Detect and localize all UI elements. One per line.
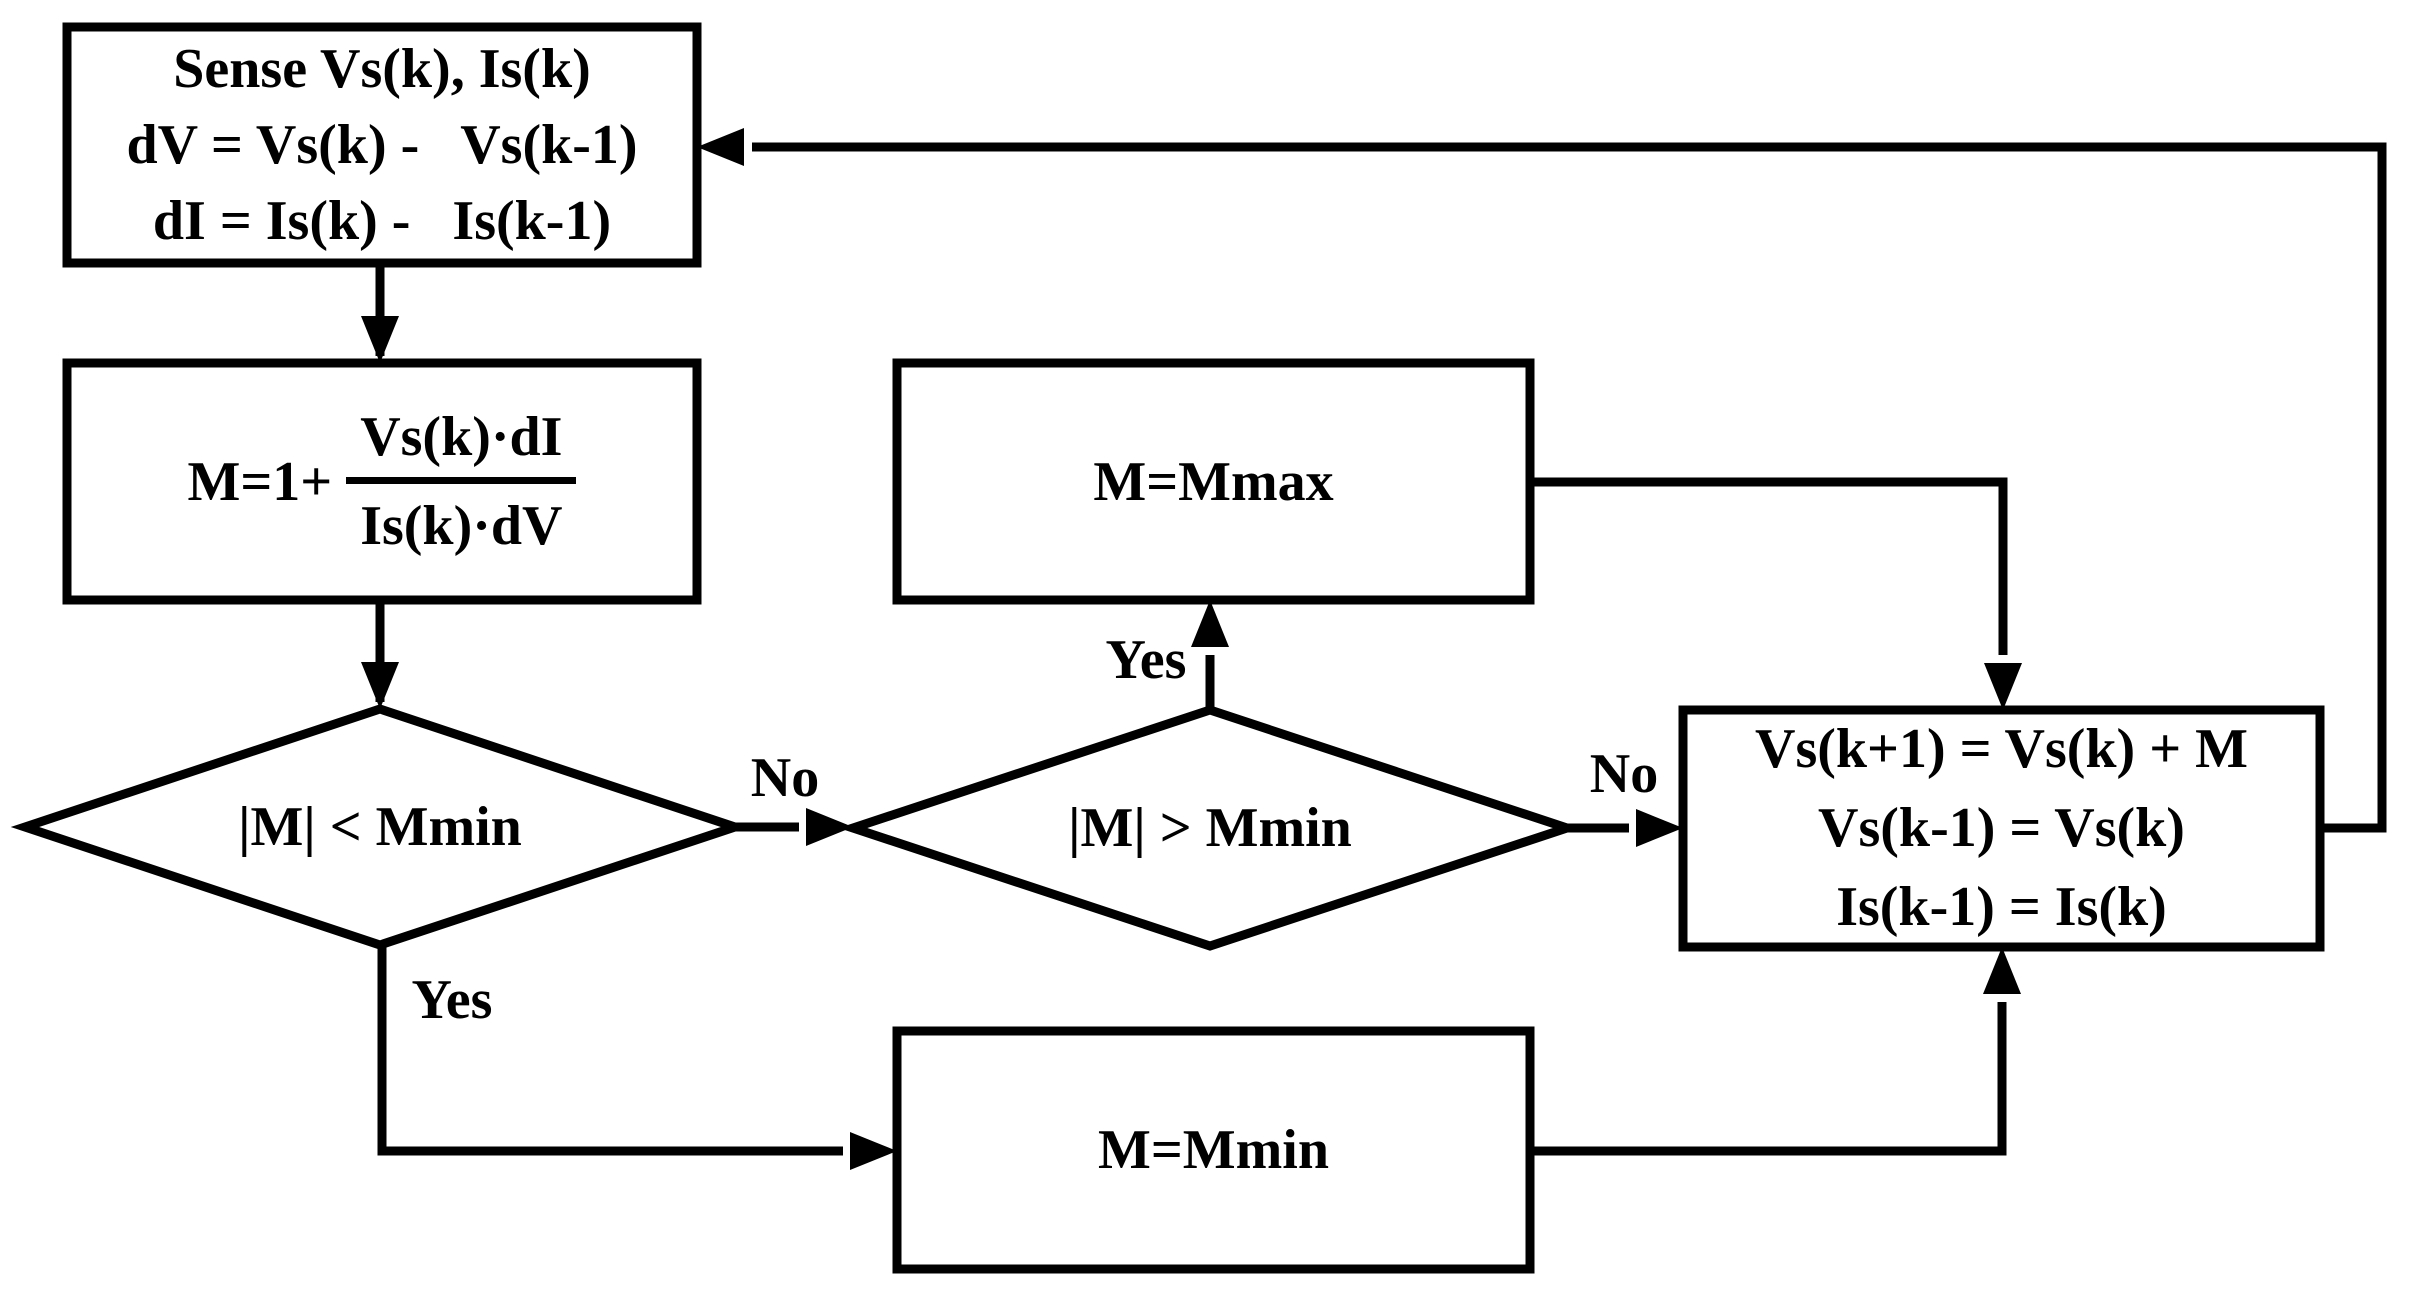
arrowhead-slope-to-decision-min — [361, 662, 399, 709]
edge-label-no-left: No — [750, 747, 820, 809]
sense-box-shape — [62, 22, 702, 268]
decision-min-label: |M| < Mmin — [238, 796, 522, 858]
sense-line-2: dV = Vs(k) - Vs(k-1) — [126, 114, 638, 176]
arrowhead-mmax-to-update — [1984, 663, 2022, 710]
update-line-1: Vs(k+1) = Vs(k) + M — [1755, 718, 2248, 780]
mmin-box-shape — [892, 1026, 1535, 1274]
slope-prefix: M=1+ — [187, 450, 333, 513]
slope-equation: M=1+ Vs(k)·dI Is(k)·dV — [188, 407, 577, 556]
slope-box: M=1+ Vs(k)·dI Is(k)·dV — [67, 363, 697, 600]
sense-line-3: dI = Is(k) - Is(k-1) — [152, 190, 612, 252]
mmax-box-shape — [892, 358, 1535, 605]
slope-fraction: Vs(k)·dI Is(k)·dV — [346, 407, 577, 557]
edge-label-yes-left: Yes — [411, 969, 493, 1031]
arrowhead-yes-to-mmin — [850, 1132, 897, 1170]
update-box-shape — [1678, 705, 2325, 952]
slope-numerator: Vs(k)·dI — [346, 407, 577, 484]
arrow-mmin-to-update — [1530, 1002, 2007, 1156]
update-box: Vs(k+1) = Vs(k) + M Vs(k-1) = Vs(k) Is(k… — [1683, 710, 2320, 947]
decision-max-diamond-shape — [838, 705, 1582, 951]
mmin-box: M=Mmin — [897, 1031, 1530, 1269]
edge-label-yes-mid: Yes — [1105, 629, 1187, 691]
arrow-mmax-to-update — [1530, 477, 2008, 655]
update-line-3: Is(k-1) = Is(k) — [1836, 876, 2167, 938]
decision-max-diamond: |M| > Mmin — [853, 710, 1567, 946]
arrow-feedback-to-sense — [752, 142, 2387, 833]
sense-box: Sense Vs(k), Is(k) dV = Vs(k) - Vs(k-1) … — [67, 27, 697, 263]
arrowhead-sense-to-slope — [361, 316, 399, 363]
mmax-box: M=Mmax — [897, 363, 1530, 600]
arrowhead-no-to-update — [1636, 809, 1683, 847]
arrowhead-yes-to-mmax — [1191, 600, 1229, 647]
arrowhead-feedback-to-sense — [697, 128, 744, 166]
update-line-2: Vs(k-1) = Vs(k) — [1818, 797, 2185, 859]
sense-line-1: Sense Vs(k), Is(k) — [173, 38, 591, 100]
edge-label-no-mid: No — [1589, 743, 1659, 805]
decision-min-diamond-shape — [10, 704, 750, 950]
arrow-yes-to-mmin — [377, 945, 843, 1156]
mmax-label: M=Mmax — [1093, 450, 1334, 513]
slope-denominator: Is(k)·dV — [360, 495, 563, 557]
decision-max-label: |M| > Mmin — [1068, 797, 1352, 859]
decision-min-diamond: |M| < Mmin — [25, 709, 735, 945]
arrowhead-no-to-decision-max — [806, 808, 853, 846]
arrowhead-mmin-to-update — [1983, 947, 2021, 994]
mmin-label: M=Mmin — [1098, 1119, 1329, 1181]
